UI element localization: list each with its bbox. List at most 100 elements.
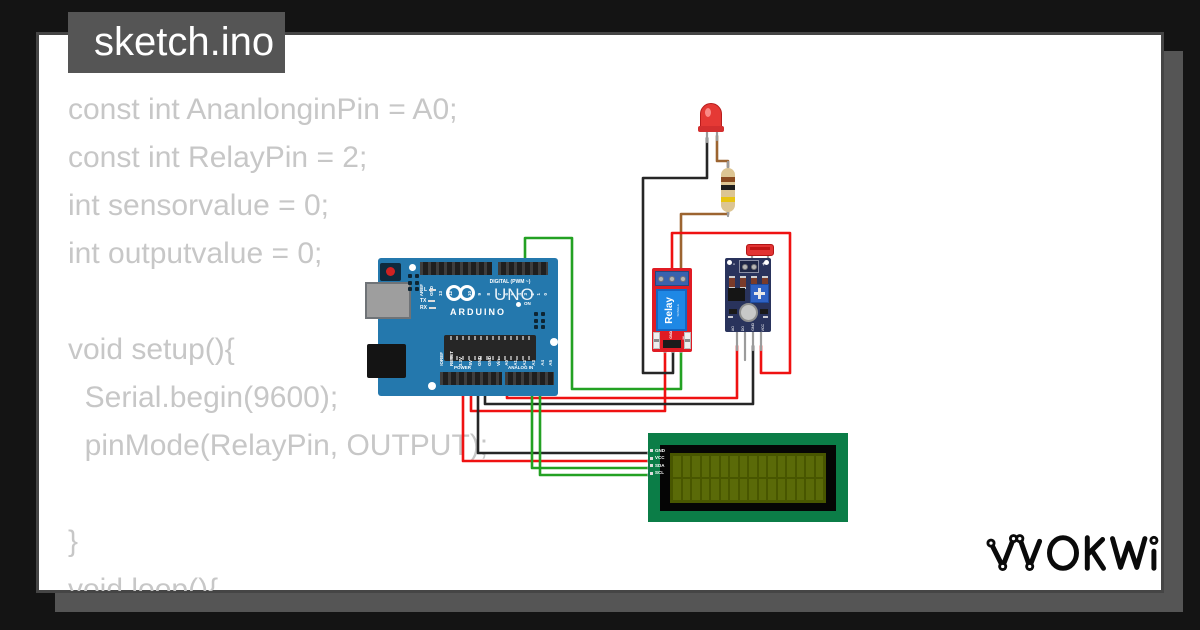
rx-led (428, 306, 436, 309)
pin-label: 1 (536, 293, 541, 296)
mounting-hole (550, 338, 558, 346)
mounting-hole (409, 264, 416, 271)
sketch-filename-tab: sketch.ino (68, 12, 285, 73)
code-preview: const int AnanlonginPin = A0; const int … (68, 86, 628, 591)
code-line: pinMode(RelayPin, OUTPUT); (68, 429, 489, 462)
led-flange (698, 126, 724, 132)
screw (668, 275, 675, 282)
led-tx-label: TX (420, 299, 436, 304)
relay-resistor (653, 332, 660, 349)
pin-label: 13 (438, 290, 444, 296)
relay-pin-block (663, 340, 681, 348)
usb-connector (365, 282, 411, 319)
pin-label: RESET (448, 350, 454, 366)
on-led (516, 302, 521, 307)
screw (741, 263, 748, 270)
pin-label: AO (731, 325, 735, 331)
digital-header-left (420, 262, 492, 275)
wokwi-logo (986, 534, 1159, 571)
pin-label: GND (751, 323, 756, 331)
digital-pwm-label: DIGITAL (PWM ~) (489, 279, 531, 285)
code-line: void setup(){ (68, 333, 235, 366)
silkscreen-mark (763, 316, 768, 318)
pin-label: IOREF (439, 352, 444, 366)
arduino-infinity-logo (459, 285, 475, 301)
screw (658, 275, 665, 282)
power-header (440, 372, 502, 385)
digital-header-right (498, 262, 548, 275)
relay-label: Relay (663, 296, 675, 324)
sensor-pin-labels: AO DO GND VCC (731, 319, 766, 331)
pin-label: GND (655, 447, 665, 453)
trimpot (750, 284, 769, 303)
analog-header (505, 372, 554, 385)
code-line: } (68, 525, 79, 558)
silkscreen-mark (728, 316, 733, 318)
resistor-band-yellow (721, 197, 735, 202)
mounting-hole (727, 260, 732, 265)
code-line: int sensorvalue = 0; (68, 189, 329, 222)
screw (679, 275, 686, 282)
code-line: Serial.begin(9600); (68, 381, 339, 414)
relay-pin-labels: VCCGNDIN (657, 322, 686, 339)
lcd-pin-labels: GND VCC SDA SCL (650, 447, 665, 477)
icsp-header-small (408, 274, 419, 291)
analog-in-label: ANALOG IN (508, 365, 534, 370)
tx-led (428, 299, 436, 302)
power-jack (367, 344, 406, 378)
arduino-brand-label: ARDUINO (450, 307, 506, 317)
relay-screw-terminal (655, 271, 689, 286)
pin-label: 8 (486, 293, 492, 296)
power-label: POWER (454, 365, 472, 370)
icsp-header (534, 312, 545, 329)
pin-label: SDA (655, 462, 665, 468)
reset-button-cap (386, 267, 395, 276)
lcd-screen (670, 453, 826, 503)
photoresistor (746, 244, 774, 256)
resistor (721, 168, 735, 212)
lcd1602-module: GND VCC SDA SCL (648, 433, 848, 522)
plus-marking: + (762, 262, 766, 268)
filename-label: sketch.ino (94, 20, 275, 64)
minus-marking: - (733, 262, 735, 268)
pin-hole (650, 464, 653, 468)
relay-resistor (684, 332, 691, 349)
on-label: ON (524, 301, 531, 306)
pin-label: GND (477, 356, 483, 366)
led-rx-label: RX (420, 306, 436, 311)
pin-label: 9 (476, 293, 482, 296)
code-line (68, 470, 628, 518)
pin-label: VCC (761, 323, 766, 331)
relay-module: Relay SONGLE VCCGNDIN (652, 268, 692, 352)
pin-label: GND (669, 331, 674, 339)
code-line: void loop(){ (68, 573, 219, 591)
pin-label: VCC (655, 455, 665, 460)
code-line: const int RelayPin = 2; (68, 141, 368, 174)
pin-label: Vin (496, 359, 502, 366)
pin-label: A5 (548, 360, 554, 366)
led-highlight (705, 108, 711, 117)
l-led (429, 288, 437, 291)
resistor-band-brown (721, 177, 735, 182)
code-line: int outputvalue = 0; (68, 237, 323, 270)
pin-label: GND (486, 356, 492, 366)
relay-sub-label: SONGLE (675, 303, 680, 317)
code-line: const int AnanlonginPin = A0; (68, 93, 458, 126)
pin-label: DO (741, 325, 746, 331)
pin-hole (650, 456, 653, 460)
comparator-ic (728, 288, 745, 301)
pin-hole (650, 449, 653, 453)
smd-capacitor (760, 309, 768, 314)
smd-capacitor (729, 309, 737, 314)
resistor-band-black (721, 185, 735, 190)
ldr-sensor-module: - + AO DO GND VCC (725, 258, 771, 332)
pin-label: A4 (539, 360, 545, 366)
trimpot-cross (758, 288, 761, 299)
reset-button (380, 263, 401, 281)
mounting-hole (428, 382, 436, 390)
pin-label: SCL (655, 470, 664, 475)
